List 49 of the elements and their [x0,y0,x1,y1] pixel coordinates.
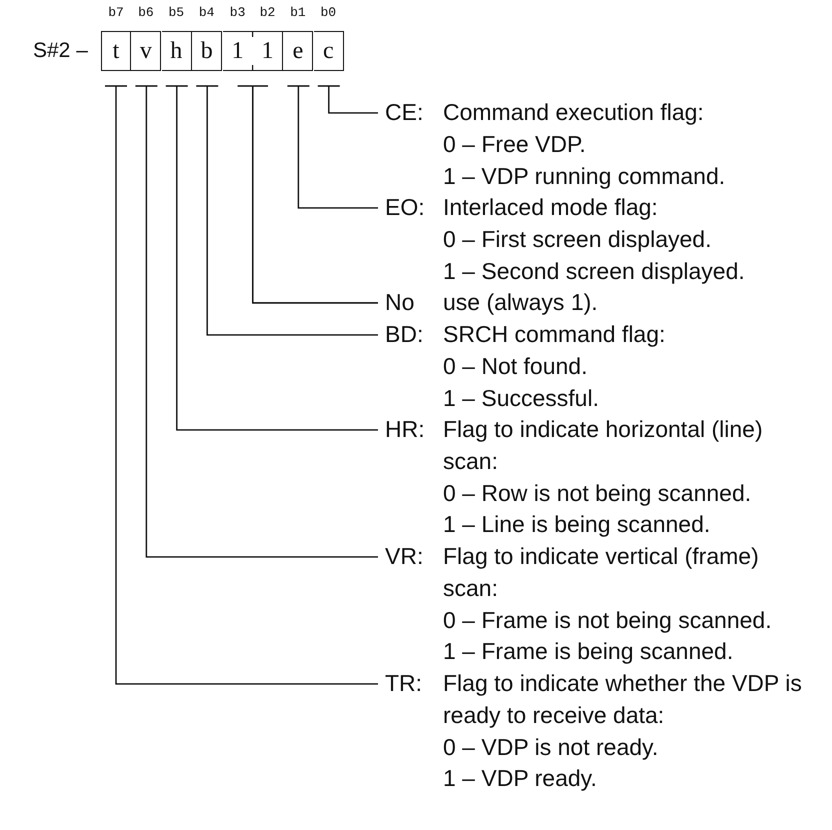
bit-value: e [292,38,304,64]
field-description: Interlaced mode flag: [443,193,659,222]
field-name: VR: [385,542,424,571]
value-description: 0 – Frame is not being scanned. [443,606,773,635]
field-name: No [385,288,414,317]
value-description: 1 – Line is being scanned. [443,510,712,540]
field-description: use (always 1). [443,288,599,317]
field-description: Flag to indicate whether the VDP is ready to receive data: [443,669,803,730]
bit-label: b2 [258,5,276,21]
bit-label: b3 [228,5,246,21]
field-name: TR: [385,669,422,698]
value-description: 0 – Row is not being scanned. [443,478,752,508]
bit-value: t [112,38,120,64]
bit-value: 1 [262,38,274,64]
leader-line [317,85,379,114]
bit-value: v [140,38,152,64]
bit-label: b5 [167,5,186,21]
field-description: Command execution flag: [443,98,705,127]
value-description: 1 – Second screen displayed. [443,256,746,286]
leader-line [286,85,379,209]
leader-line [165,85,379,431]
value-description: 1 – Successful. [443,384,600,413]
value-description: 0 – Free VDP. [443,130,587,159]
field-description: Flag to indicate horizontal (line) scan: [443,415,764,476]
leader-line [196,85,379,336]
value-description: 1 – Frame is being scanned. [443,637,734,666]
leader-line [134,85,379,558]
bit-label: b1 [289,5,307,21]
bit-label: b6 [137,5,155,21]
value-description: 1 – VDP running command. [443,162,726,191]
bit-label: b7 [107,5,125,21]
bit-value: 1 [232,38,244,64]
bit-value: h [170,38,182,64]
register-name: S#2 – [33,38,88,64]
bit-value: b [200,38,213,64]
value-description: 0 – Not found. [443,352,588,381]
field-description: SRCH command flag: [443,320,666,349]
bit-label: b4 [198,5,216,21]
leader-line [104,85,379,685]
field-name: HR: [385,415,425,444]
bit-value: c [322,38,334,64]
bit-label: b0 [319,5,338,21]
value-description: 1 – VDP ready. [443,764,598,794]
field-name: EO: [385,193,425,222]
value-description: 0 – VDP is not ready. [443,732,660,762]
field-name: BD: [385,320,424,349]
field-description: Flag to indicate vertical (frame) scan: [443,542,760,603]
value-description: 0 – First screen displayed. [443,224,712,254]
field-name: CE: [385,98,424,127]
